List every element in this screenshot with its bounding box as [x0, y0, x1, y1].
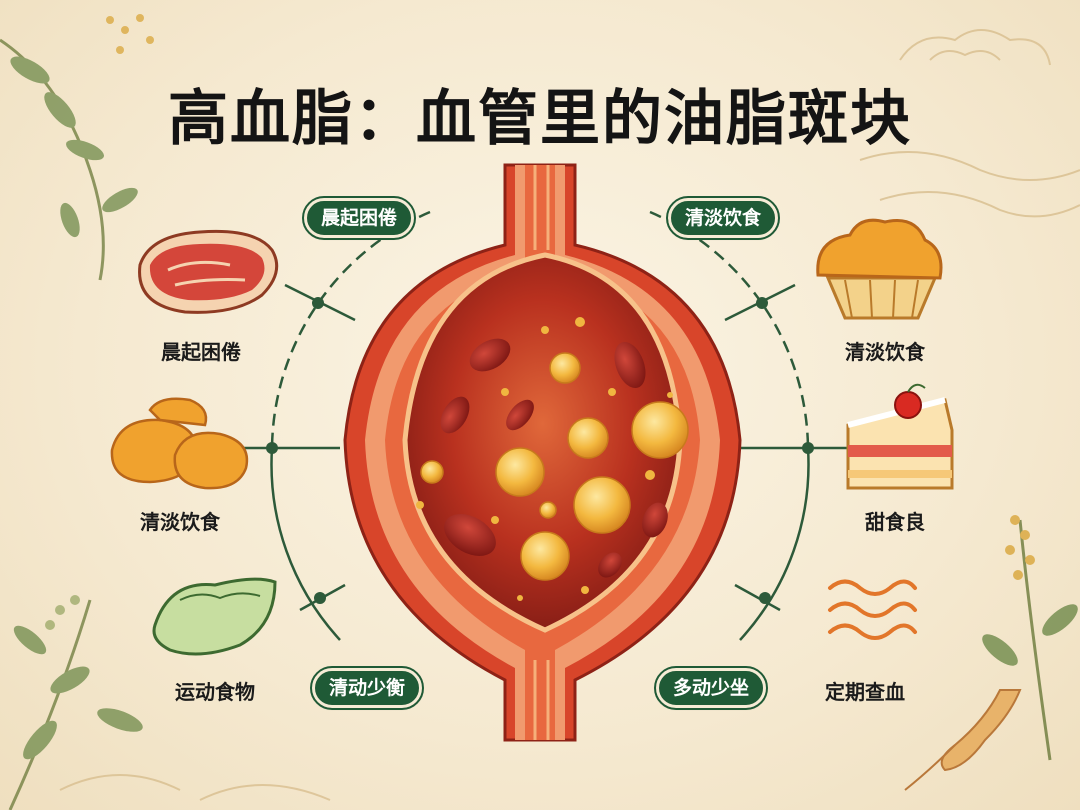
page-title: 高血脂：血管里的油脂斑块 [168, 84, 912, 154]
fat-globules [420, 352, 689, 581]
pill-top-left: 晨起困倦 [301, 196, 417, 240]
label-muffin: 清淡饮食 [845, 340, 925, 364]
ginseng-root-decoration [904, 689, 1022, 791]
label-fried-chicken: 清淡饮食 [140, 510, 220, 534]
plant-decoration-bottom-left [8, 595, 143, 810]
red-blood-cells [440, 338, 668, 578]
plant-decoration-top-left [0, 14, 154, 281]
blood-vessel [343, 163, 742, 742]
dumpling-icon [152, 577, 277, 656]
label-steak: 晨起困倦 [161, 340, 241, 364]
label-waves: 定期查血 [825, 680, 905, 704]
fried-chicken-icon [110, 397, 249, 490]
pill-bottom-left: 清动少衡 [309, 666, 425, 710]
steak-icon [138, 229, 279, 314]
waves-icon [828, 579, 917, 640]
pill-top-right: 清淡饮食 [665, 196, 781, 240]
label-dumpling: 运动食物 [175, 680, 255, 704]
muffin-icon [816, 218, 943, 320]
small-particles [416, 317, 673, 601]
plant-decoration-right [982, 515, 1078, 761]
cloud-decoration [59, 29, 1080, 801]
cake-icon [846, 383, 954, 490]
pill-bottom-right: 多动少坐 [653, 666, 769, 710]
label-cake: 甜食良 [865, 510, 925, 534]
connector-nodes [266, 297, 814, 604]
